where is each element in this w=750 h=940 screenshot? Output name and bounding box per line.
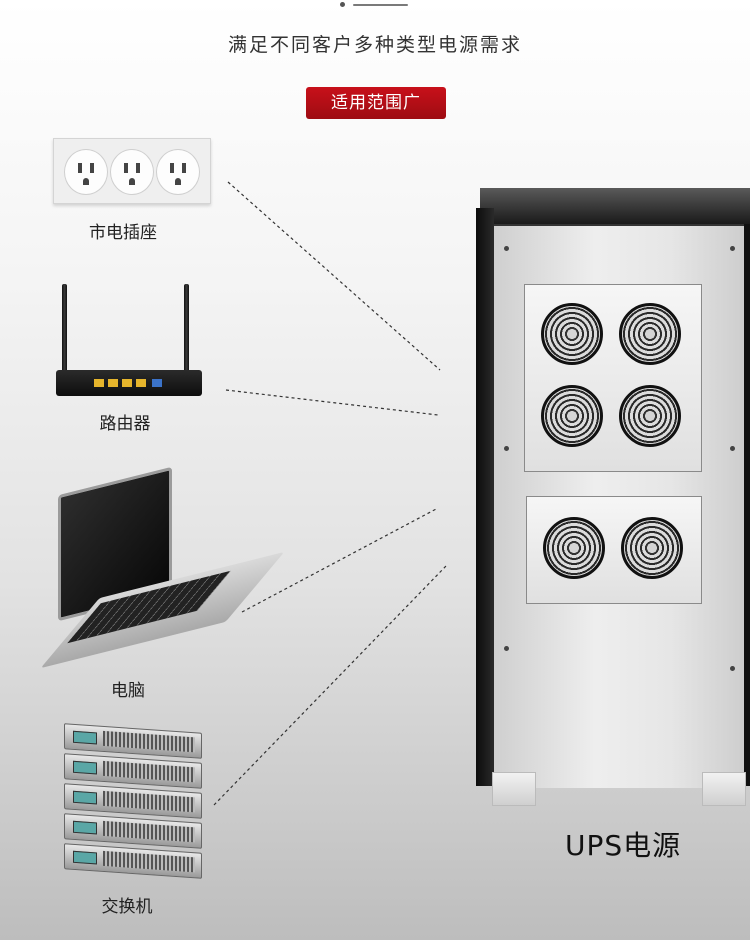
socket-2	[110, 149, 154, 195]
page-indicator	[340, 0, 410, 8]
caption-laptop: 电脑	[111, 681, 145, 701]
router-port	[136, 379, 146, 387]
router-antenna-left	[62, 284, 67, 376]
switch-stack-image	[64, 720, 204, 890]
fan-icon	[621, 517, 683, 579]
upper-vent-panel	[524, 284, 702, 472]
indicator-line	[353, 4, 408, 6]
caption-switch: 交换机	[101, 897, 153, 917]
server-unit	[64, 753, 202, 789]
fan-icon	[619, 303, 681, 365]
fan-icon	[619, 385, 681, 447]
server-unit	[64, 843, 202, 879]
ups-top	[480, 188, 750, 224]
fan-icon	[541, 303, 603, 365]
connector-router	[225, 389, 439, 416]
indicator-dot	[340, 2, 345, 7]
router-antenna-right	[184, 284, 189, 376]
ups-foot-right	[702, 772, 746, 806]
ups-cabinet-image	[470, 186, 750, 826]
router-image	[56, 284, 202, 402]
socket-3	[156, 149, 200, 195]
ups-right-edge	[744, 224, 750, 786]
laptop-image	[40, 466, 285, 670]
page-subtitle: 满足不同客户多种类型电源需求	[227, 34, 522, 56]
ups-label: UPS电源	[565, 829, 682, 862]
lower-vent-panel	[526, 496, 702, 604]
fan-icon	[541, 385, 603, 447]
ups-foot-left	[492, 772, 536, 806]
server-unit	[64, 783, 202, 819]
caption-router: 路由器	[99, 414, 151, 434]
server-unit	[64, 723, 202, 759]
caption-outlet: 市电插座	[89, 223, 157, 243]
socket-1	[64, 149, 108, 195]
ups-front-panel	[494, 224, 746, 788]
router-port	[122, 379, 132, 387]
router-port	[94, 379, 104, 387]
ups-side-panel	[476, 208, 494, 786]
wall-outlet-image	[53, 138, 211, 204]
fan-icon	[543, 517, 605, 579]
scope-badge: 适用范围广	[306, 87, 446, 119]
connector-outlet	[227, 181, 441, 371]
server-unit	[64, 813, 202, 849]
router-port	[108, 379, 118, 387]
router-wan-port	[152, 379, 162, 387]
